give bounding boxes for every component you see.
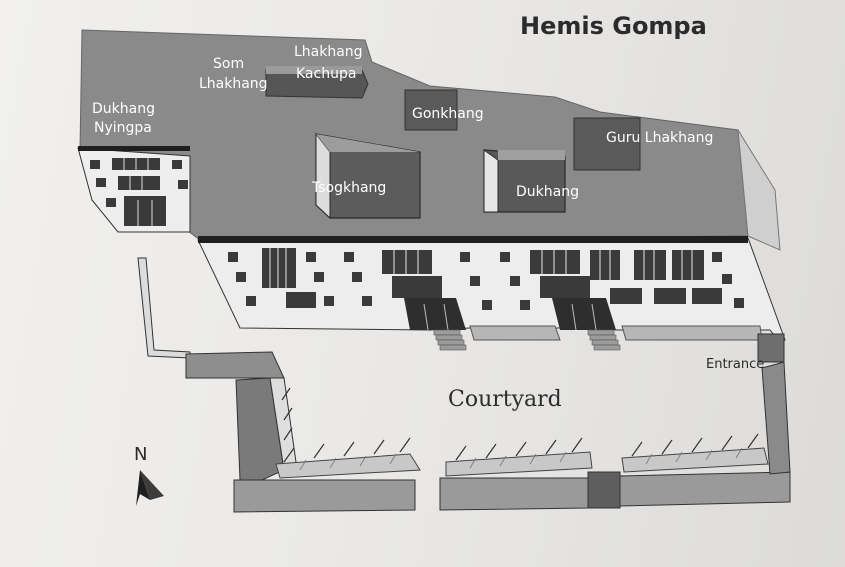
main-facade-parapet xyxy=(198,236,748,243)
label-lhakhang-kachupa-1: Lhakhang xyxy=(294,44,363,60)
map-title: Hemis Gompa xyxy=(520,12,707,40)
north-arrow-icon xyxy=(136,470,164,506)
facade-plinth-east xyxy=(621,325,763,341)
entrance-gate xyxy=(757,333,785,363)
label-dukhang-nyingpa-2: Nyingpa xyxy=(94,120,152,136)
west-wall xyxy=(137,257,191,359)
gonkhang-block xyxy=(404,89,458,131)
label-guru-lhakhang: Guru Lhakhang xyxy=(606,130,713,146)
label-gonkhang: Gonkhang xyxy=(412,106,484,122)
label-tsogkhang: Tsogkhang xyxy=(311,180,386,196)
tsogkhang-door xyxy=(404,298,466,330)
south-wall-mid xyxy=(439,477,589,511)
south-gallery xyxy=(275,447,769,479)
south-wall-east xyxy=(619,471,791,507)
door-arches xyxy=(423,303,597,331)
north-label: N xyxy=(134,444,147,465)
south-wall xyxy=(233,479,416,513)
facade-plinth xyxy=(469,325,561,341)
label-som-lhakhang-2: Lhakhang xyxy=(199,76,268,92)
gallery-posts xyxy=(281,387,759,463)
kachupa-top xyxy=(266,66,362,74)
guru-lhakhang-block xyxy=(573,117,641,171)
tsogkhang-top xyxy=(316,134,420,152)
roof-east-wall xyxy=(737,129,781,251)
label-courtyard: Courtyard xyxy=(448,387,562,412)
dukhang-top xyxy=(498,150,565,160)
gallery-hatching xyxy=(299,447,743,471)
label-som-lhakhang-1: Som xyxy=(213,56,244,72)
nyingpa-mullions xyxy=(123,158,153,226)
facade-mullions xyxy=(269,248,693,288)
nw-block xyxy=(185,351,285,379)
label-lhakhang-kachupa-2: Kachupa xyxy=(296,66,356,82)
label-dukhang: Dukhang xyxy=(516,184,579,200)
dukhang-door xyxy=(552,298,616,330)
nyingpa-parapet xyxy=(78,146,190,151)
facade-windows xyxy=(228,248,744,310)
dukhang-face xyxy=(483,149,499,213)
label-dukhang-nyingpa-1: Dukhang xyxy=(92,101,155,117)
west-gallery xyxy=(235,377,285,481)
label-entrance: Entrance xyxy=(706,357,764,372)
east-wall xyxy=(761,361,791,475)
west-gallery-face xyxy=(269,377,297,471)
front-steps xyxy=(433,329,621,351)
south-gate xyxy=(587,471,621,509)
